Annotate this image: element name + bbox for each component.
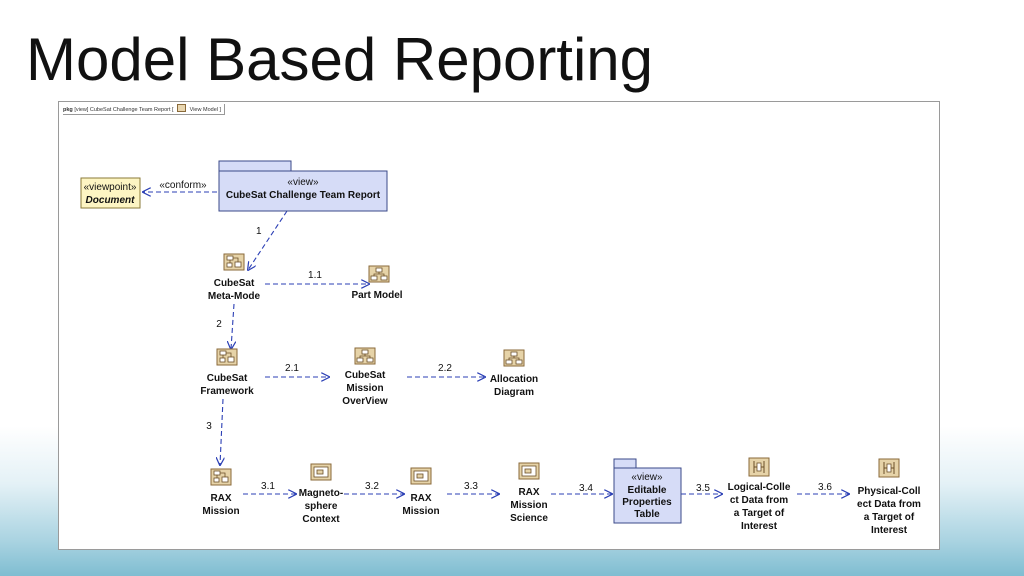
edge-label-1-1: 1.1 xyxy=(308,270,322,281)
diagram-icon xyxy=(223,253,245,271)
viewpoint-stereotype: «viewpoint» xyxy=(84,182,137,193)
node-label: Interest xyxy=(871,525,908,536)
tree-diagram-icon xyxy=(368,265,390,283)
node-rax-mission-ibd[interactable]: RAX Mission xyxy=(402,467,440,517)
frame-suffix: View Model ] xyxy=(189,107,222,113)
ibd-icon xyxy=(518,462,540,480)
node-label: OverView xyxy=(342,396,388,407)
view-main-node[interactable]: «view» CubeSat Challenge Team Report xyxy=(218,160,388,212)
node-label: Science xyxy=(510,513,548,524)
node-label: Framework xyxy=(200,386,254,397)
node-label: Magneto- xyxy=(299,488,343,499)
node-cubesat-meta-mode[interactable]: CubeSat Meta-Mode xyxy=(208,253,261,302)
edge-1 xyxy=(248,210,288,270)
view-table-label: Editable xyxy=(628,485,667,496)
diagram-frame-label: pkg [view] CubeSat Challenge Team Report… xyxy=(63,104,226,115)
node-label: Context xyxy=(302,514,340,525)
node-label: Part Model xyxy=(351,290,402,301)
tree-diagram-icon xyxy=(354,347,376,365)
view-table-label: Properties xyxy=(622,497,672,508)
edge-label-3: 3 xyxy=(206,421,212,432)
view-editable-properties-table[interactable]: «view» Editable Properties Table xyxy=(613,458,682,524)
diagram-canvas: pkg [view] CubeSat Challenge Team Report… xyxy=(58,101,940,550)
node-label: Diagram xyxy=(494,387,534,398)
activity-icon xyxy=(748,457,770,477)
node-label: ct Data from xyxy=(730,495,788,506)
conform-label: «conform» xyxy=(159,180,207,191)
node-label: a Target of xyxy=(864,512,915,523)
edge-label-2: 2 xyxy=(216,319,222,330)
node-label: Mission xyxy=(346,383,383,394)
viewpoint-name: Document xyxy=(86,195,136,206)
node-label: Logical-Colle xyxy=(728,482,791,493)
package-diagram: «conform» 1 1.1 2 2.1 2.2 3 3.1 3.2 3.3 … xyxy=(80,160,921,536)
node-cubesat-mission-overview[interactable]: CubeSat Mission OverView xyxy=(342,347,388,407)
viewpoint-node[interactable]: «viewpoint» Document xyxy=(80,177,141,209)
edge-label-3-5: 3.5 xyxy=(696,483,710,494)
ibd-icon xyxy=(410,467,432,485)
node-physical-collect[interactable]: Physical-Coll ect Data from a Target of … xyxy=(857,458,921,536)
node-label: CubeSat xyxy=(207,373,248,384)
node-rax-mission-science[interactable]: RAX Mission Science xyxy=(510,462,548,524)
edge-2 xyxy=(231,303,234,349)
edge-label-2-2: 2.2 xyxy=(438,363,452,374)
view-main-name: CubeSat Challenge Team Report xyxy=(226,190,381,201)
slide-title: Model Based Reporting xyxy=(26,26,654,93)
node-label: RAX xyxy=(210,493,231,504)
view-table-stereotype: «view» xyxy=(631,472,663,483)
tree-diagram-icon xyxy=(503,349,525,367)
edge-label-1: 1 xyxy=(256,226,262,237)
edge-label-3-3: 3.3 xyxy=(464,481,478,492)
edge-label-3-6: 3.6 xyxy=(818,482,832,493)
node-label: RAX xyxy=(518,487,539,498)
edge-label-3-4: 3.4 xyxy=(579,483,593,494)
node-label: Meta-Mode xyxy=(208,291,261,302)
ibd-icon xyxy=(310,463,332,481)
node-label: Mission xyxy=(402,506,439,517)
node-allocation-diagram[interactable]: Allocation Diagram xyxy=(490,349,538,398)
node-label: RAX xyxy=(410,493,431,504)
edge-label-2-1: 2.1 xyxy=(285,363,299,374)
node-label: Allocation xyxy=(490,374,538,385)
node-magnetosphere-context[interactable]: Magneto- sphere Context xyxy=(299,463,343,525)
node-label: a Target of xyxy=(734,508,785,519)
node-label: ect Data from xyxy=(857,499,921,510)
node-label: CubeSat xyxy=(345,370,386,381)
node-label: Mission xyxy=(510,500,547,511)
activity-icon xyxy=(878,458,900,478)
edge-3 xyxy=(220,398,223,465)
node-logical-collect[interactable]: Logical-Colle ct Data from a Target of I… xyxy=(728,457,791,532)
node-label: CubeSat xyxy=(214,278,255,289)
node-label: Mission xyxy=(202,506,239,517)
frame-text: [view] CubeSat Challenge Team Report [ xyxy=(74,107,174,113)
frame-kind: pkg xyxy=(63,107,73,113)
node-cubesat-framework[interactable]: CubeSat Framework xyxy=(200,348,254,397)
node-label: Physical-Coll xyxy=(858,486,921,497)
node-label: Interest xyxy=(741,521,778,532)
node-label: sphere xyxy=(305,501,338,512)
diagram-icon xyxy=(210,468,232,486)
node-rax-mission[interactable]: RAX Mission xyxy=(202,468,240,517)
view-table-label: Table xyxy=(634,509,660,520)
view-model-icon xyxy=(177,104,187,112)
edge-label-3-2: 3.2 xyxy=(365,481,379,492)
diagram-icon xyxy=(216,348,238,366)
edge-label-3-1: 3.1 xyxy=(261,481,275,492)
view-main-stereotype: «view» xyxy=(287,177,319,188)
node-part-model[interactable]: Part Model xyxy=(351,265,403,301)
